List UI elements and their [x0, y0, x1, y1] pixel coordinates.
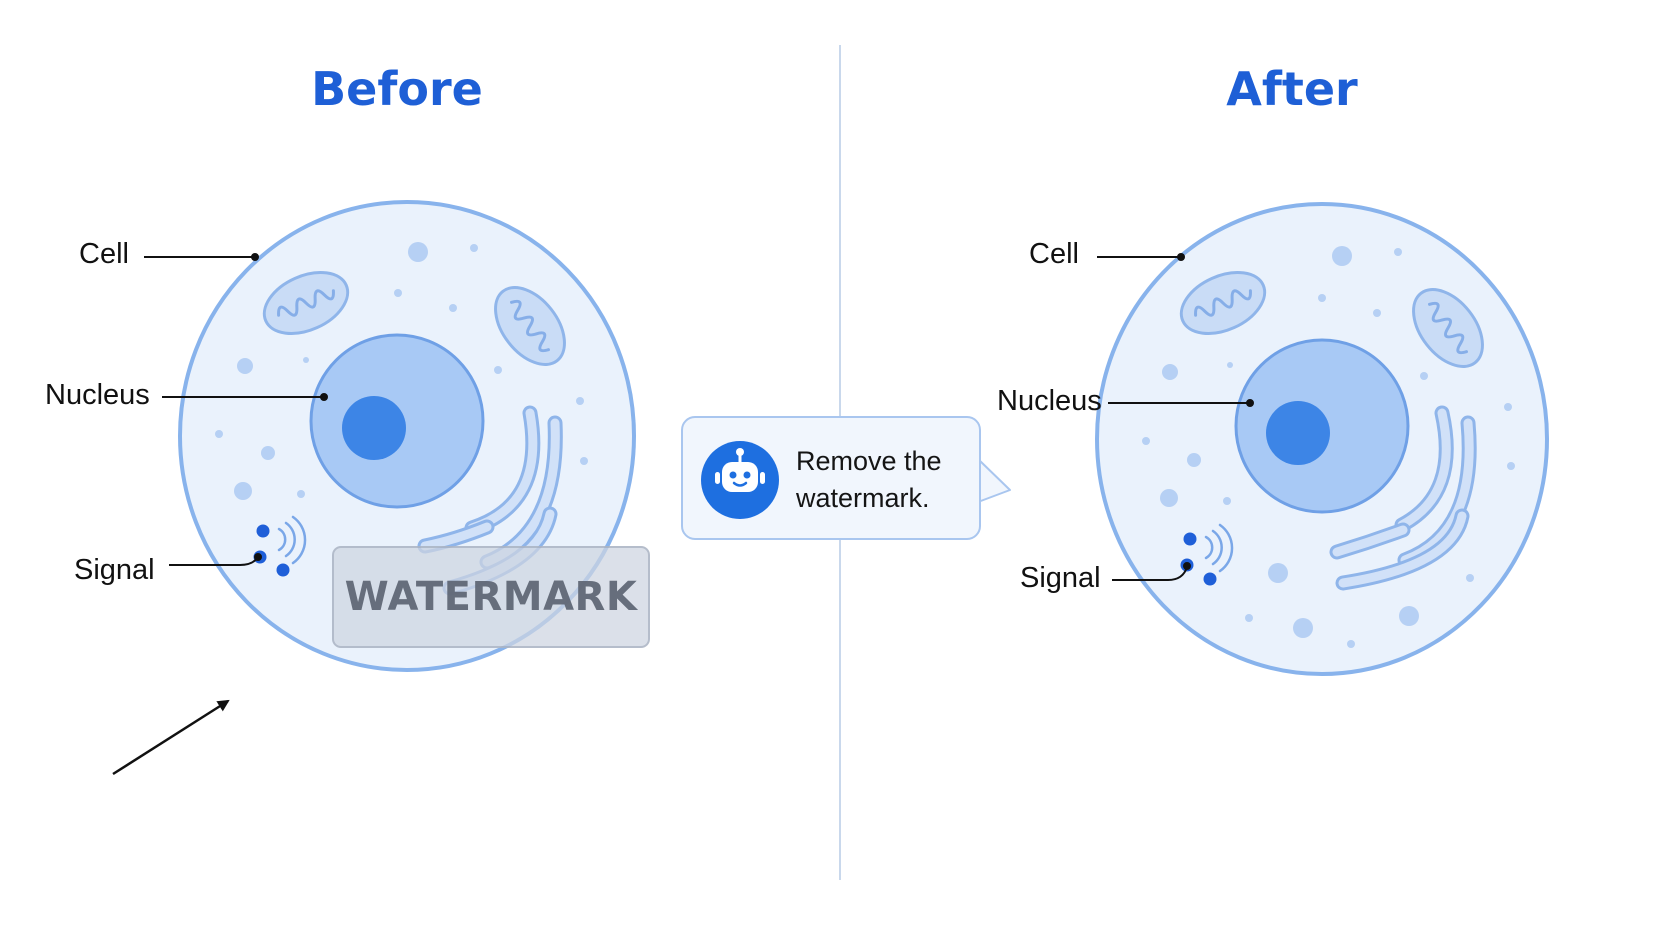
- before-mitochondrion-left: [262, 271, 350, 335]
- after-label-signal: Signal: [1020, 562, 1101, 594]
- before-leader-lines: [144, 253, 328, 566]
- watermark-overlay[interactable]: WATERMARK: [332, 546, 650, 648]
- after-endoplasmic-reticulum: [1329, 405, 1477, 591]
- speech-bubble-tail: [977, 458, 1011, 503]
- after-nucleolus: [1266, 401, 1330, 465]
- after-signal-icon: [1180, 523, 1234, 586]
- before-label-signal: Signal: [74, 554, 155, 586]
- before-nucleolus: [342, 396, 406, 460]
- before-mitochondrion-right: [494, 286, 566, 366]
- after-title: After: [1226, 62, 1358, 116]
- after-leader-lines: [1097, 253, 1254, 581]
- after-label-nucleus: Nucleus: [997, 385, 1102, 417]
- after-vesicles: [1142, 246, 1515, 648]
- after-mitochondrion-left: [1179, 271, 1267, 335]
- assistant-message: Remove the watermark.: [796, 446, 942, 513]
- after-label-cell: Cell: [1029, 238, 1079, 270]
- pointer-arrow: [112, 699, 230, 776]
- after-cell: [1095, 202, 1549, 676]
- before-label-nucleus: Nucleus: [45, 379, 150, 411]
- after-mitochondrion-right: [1412, 288, 1484, 368]
- before-title: Before: [311, 62, 483, 116]
- before-vesicles: [215, 242, 588, 500]
- before-label-cell: Cell: [79, 238, 129, 270]
- robot-icon: [701, 441, 779, 519]
